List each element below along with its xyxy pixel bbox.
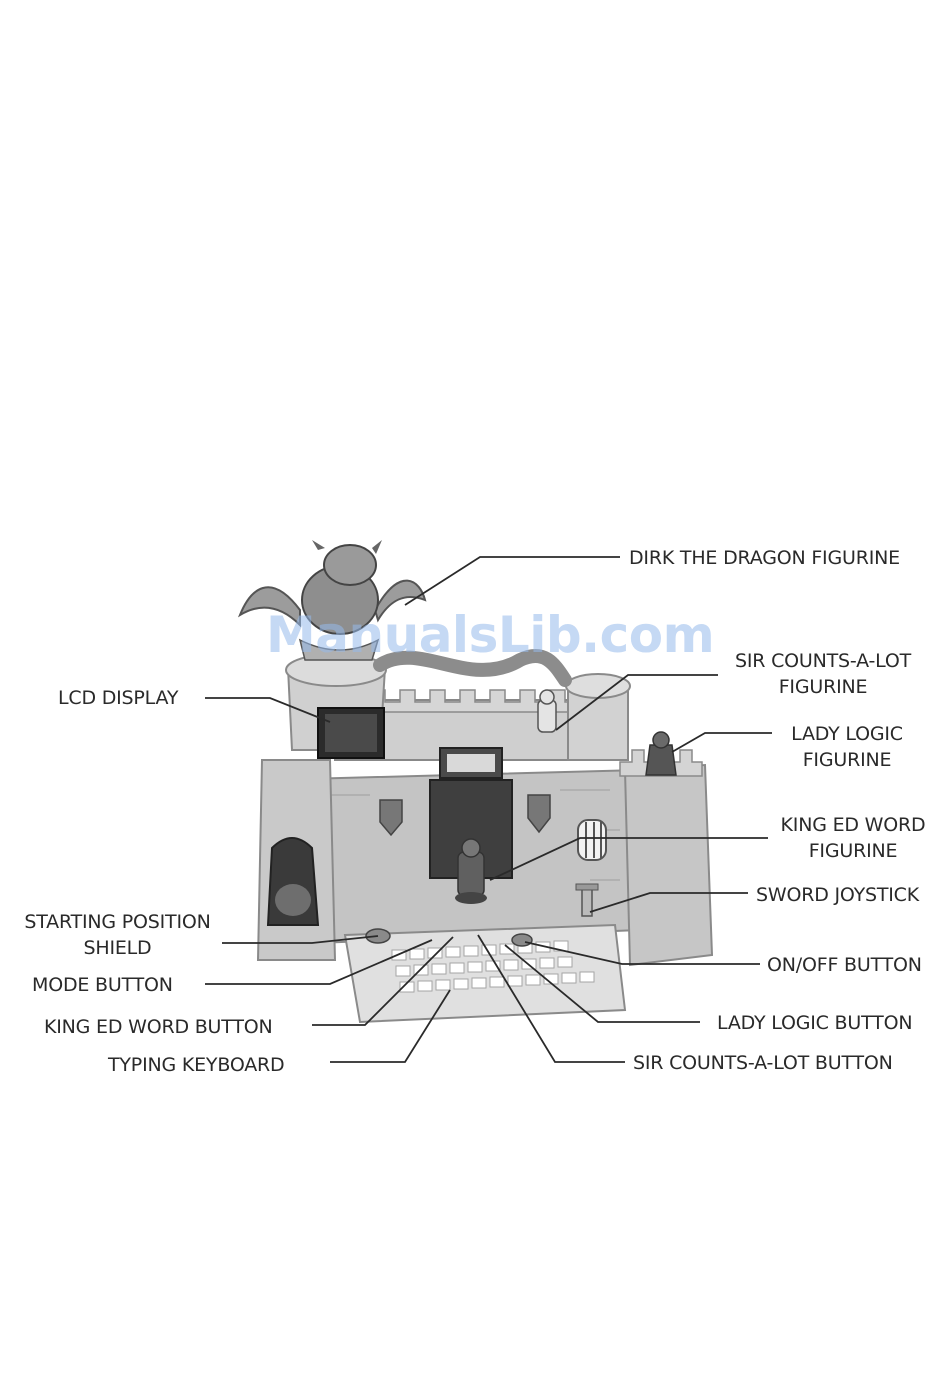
lady-logic-button-label: LADY LOGIC BUTTON bbox=[717, 1010, 912, 1036]
sir-counts-figurine-label: SIR COUNTS-A-LOT FIGURINE bbox=[718, 648, 928, 700]
sword-joystick-label: SWORD JOYSTICK bbox=[756, 882, 919, 908]
lcd-display-label: LCD DISPLAY bbox=[58, 685, 178, 711]
sir-counts-figurine-line-2: FIGURINE bbox=[718, 674, 928, 700]
mode-button-label: MODE BUTTON bbox=[32, 972, 173, 998]
king-ed-button-label: KING ED WORD BUTTON bbox=[44, 1014, 273, 1040]
on-off-button-label: ON/OFF BUTTON bbox=[767, 952, 922, 978]
dirk-dragon-label: DIRK THE DRAGON FIGURINE bbox=[629, 545, 900, 571]
typing-keyboard-label: TYPING KEYBOARD bbox=[108, 1052, 284, 1078]
king-ed-figurine-label: KING ED WORD FIGURINE bbox=[768, 812, 938, 864]
starting-shield-line-2: SHIELD bbox=[10, 935, 225, 961]
watermark: ManualsLib.com bbox=[266, 606, 714, 664]
king-ed-figurine-line-2: FIGURINE bbox=[768, 838, 938, 864]
sir-counts-figurine-line-1: SIR COUNTS-A-LOT bbox=[718, 648, 928, 674]
lady-logic-figurine-label: LADY LOGIC FIGURINE bbox=[772, 721, 922, 773]
lady-logic-figurine-line-1: LADY LOGIC bbox=[772, 721, 922, 747]
sir-counts-button-label: SIR COUNTS-A-LOT BUTTON bbox=[633, 1050, 893, 1076]
lady-logic-figure bbox=[646, 732, 676, 775]
starting-shield-line-1: STARTING POSITION bbox=[10, 909, 225, 935]
king-ed-figurine-line-1: KING ED WORD bbox=[768, 812, 938, 838]
starting-shield-label: STARTING POSITION SHIELD bbox=[10, 909, 225, 961]
lady-logic-figurine-line-2: FIGURINE bbox=[772, 747, 922, 773]
sir-counts-a-lot-figure bbox=[538, 690, 556, 732]
